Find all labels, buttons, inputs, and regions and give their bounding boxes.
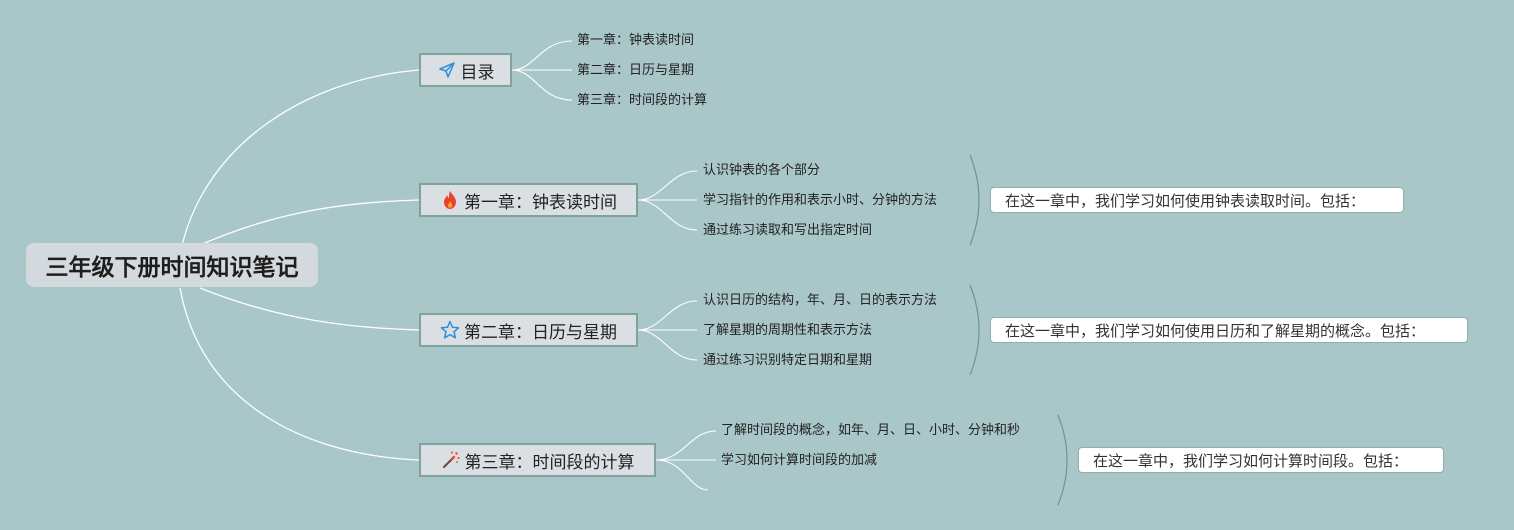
chapter-1-summary-text: 在这一章中，我们学习如何使用钟表读取时间。包括： [1005, 191, 1366, 210]
paper-plane-icon [437, 60, 457, 80]
topic-toc[interactable]: 目录 [419, 53, 512, 87]
fire-icon [440, 190, 460, 210]
star-icon [440, 320, 460, 340]
topic-chapter-1-label: 第一章：钟表读时间 [464, 192, 617, 213]
chapter-2-item-1[interactable]: 认识日历的结构，年、月、日的表示方法 [703, 293, 938, 308]
root-topic[interactable]: 三年级下册时间知识笔记 [26, 243, 318, 287]
topic-chapter-2[interactable]: 第二章：日历与星期 [419, 313, 638, 347]
chapter-1-summary[interactable]: 在这一章中，我们学习如何使用钟表读取时间。包括： [990, 187, 1404, 213]
chapter-2-summary[interactable]: 在这一章中，我们学习如何使用日历和了解星期的概念。包括： [990, 317, 1468, 343]
chapter-3-summary-text: 在这一章中，我们学习如何计算时间段。包括： [1093, 451, 1409, 470]
toc-item-3[interactable]: 第三章：时间段的计算 [577, 93, 708, 108]
chapter-3-item-1[interactable]: 了解时间段的概念，如年、月、日、小时、分钟和秒 [721, 423, 1021, 438]
chapter-1-item-1[interactable]: 认识钟表的各个部分 [703, 163, 821, 178]
chapter-2-item-3[interactable]: 通过练习识别特定日期和星期 [703, 353, 873, 368]
magic-wand-icon [441, 450, 461, 470]
topic-chapter-3-label: 第三章：时间段的计算 [464, 452, 635, 473]
chapter-3-summary[interactable]: 在这一章中，我们学习如何计算时间段。包括： [1078, 447, 1444, 473]
toc-item-2[interactable]: 第二章：日历与星期 [577, 63, 695, 78]
chapter-2-summary-text: 在这一章中，我们学习如何使用日历和了解星期的概念。包括： [1005, 321, 1426, 340]
toc-item-1[interactable]: 第一章：钟表读时间 [577, 33, 695, 48]
topic-chapter-2-label: 第二章：日历与星期 [464, 322, 617, 343]
root-title: 三年级下册时间知识笔记 [45, 255, 299, 281]
topic-toc-label: 目录 [460, 62, 495, 83]
chapter-1-item-2[interactable]: 学习指针的作用和表示小时、分钟的方法 [703, 193, 938, 208]
chapter-3-item-2[interactable]: 学习如何计算时间段的加减 [721, 453, 878, 468]
chapter-2-item-2[interactable]: 了解星期的周期性和表示方法 [703, 323, 873, 338]
topic-chapter-1[interactable]: 第一章：钟表读时间 [419, 183, 638, 217]
topic-chapter-3[interactable]: 第三章：时间段的计算 [419, 443, 656, 477]
chapter-1-item-3[interactable]: 通过练习读取和写出指定时间 [703, 223, 873, 238]
